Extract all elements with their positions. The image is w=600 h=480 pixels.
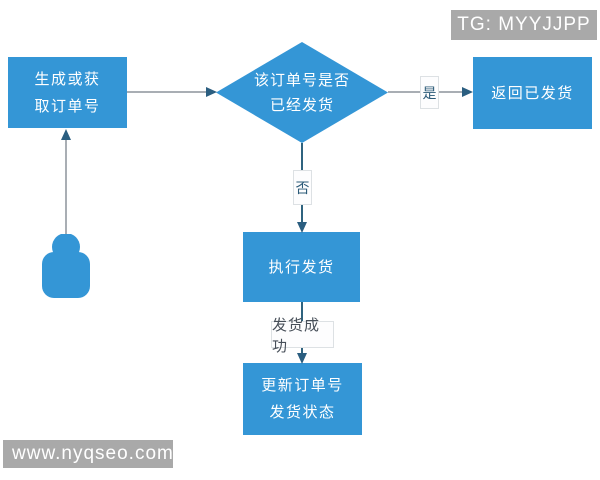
- arrowhead-into-execute: [297, 222, 307, 233]
- edge-label-yes: 是: [420, 76, 439, 109]
- decision-line2: 已经发货: [269, 96, 334, 114]
- node-update-status: 更新订单号 发货状态: [243, 363, 362, 435]
- node-execute-label: 执行发货: [268, 258, 335, 276]
- node-return-label: 返回已发货: [491, 84, 574, 102]
- tg-badge: TG: MYYJJPP: [451, 10, 597, 40]
- connector-generate-to-decision: [127, 91, 207, 93]
- arrowhead-into-decision: [206, 87, 217, 97]
- arrowhead-into-return: [462, 87, 473, 97]
- edge-label-no: 否: [293, 170, 312, 205]
- node-update-line2: 发货状态: [269, 404, 336, 421]
- node-return-shipped: 返回已发货: [473, 57, 592, 129]
- connector-person-to-generate: [65, 140, 67, 236]
- decision-line1: 该订单号是否: [253, 71, 350, 89]
- person-icon: [42, 233, 90, 298]
- node-generate-line2: 取订单号: [34, 97, 101, 115]
- edge-label-no-text: 否: [295, 179, 310, 196]
- watermark: www.nyqseo.com: [3, 440, 173, 468]
- edge-label-success-text: 发货成功: [272, 316, 321, 355]
- edge-label-success: 发货成功: [271, 317, 334, 355]
- node-update-line1: 更新订单号: [261, 377, 344, 394]
- tg-badge-text: TG: MYYJJPP: [457, 14, 591, 35]
- node-execute-shipping: 执行发货: [243, 232, 360, 302]
- node-generate-order: 生成或获 取订单号: [8, 57, 127, 128]
- decision-shipped-diamond: 该订单号是否 已经发货: [216, 42, 388, 143]
- watermark-text: www.nyqseo.com: [12, 443, 174, 464]
- node-generate-line1: 生成或获: [34, 70, 101, 88]
- arrowhead-into-generate: [61, 129, 71, 140]
- arrowhead-into-update: [297, 353, 307, 364]
- edge-label-yes-text: 是: [422, 84, 437, 101]
